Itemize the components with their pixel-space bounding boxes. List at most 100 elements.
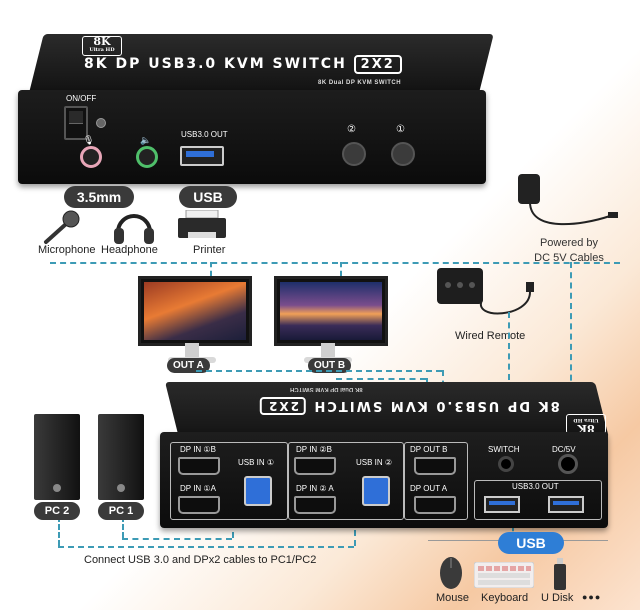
usb-out-port-2[interactable] — [548, 496, 584, 513]
usb-pill-bottom: USB — [498, 532, 564, 554]
top-usb-out-label: USB3.0 OUT — [181, 130, 228, 139]
dp-in-2b-label: DP IN ②B — [296, 445, 332, 454]
usb-disk-icon — [553, 558, 567, 590]
pc1-port-group — [170, 442, 288, 520]
connector-line — [340, 262, 342, 276]
connector-line — [58, 546, 354, 548]
power-cable-icon — [529, 201, 618, 226]
connector-line — [232, 520, 234, 538]
uhd-logo-sub-bottom: Ultra HD — [573, 417, 599, 423]
switch-label: SWITCH — [488, 445, 520, 454]
speaker-icon: 🔈 — [140, 135, 152, 145]
button-1-label: ① — [396, 124, 405, 135]
pc2-port-group — [288, 442, 404, 520]
connector-line — [196, 370, 442, 372]
mic-jack[interactable] — [80, 146, 102, 168]
power-caption: Powered by DC 5V Cables — [528, 236, 610, 266]
mic-icon: 🎙 — [83, 135, 95, 145]
caption-headphone: Headphone — [101, 244, 158, 256]
caption-microphone: Microphone — [38, 244, 96, 256]
output-port-group — [404, 442, 468, 520]
bottom-device-title-text: 8K DP USB3.0 KVM SWITCH — [312, 398, 560, 413]
audio-pill: 3.5mm — [64, 186, 134, 208]
dp-out-a-port[interactable] — [414, 496, 456, 514]
pc-1-tower — [98, 414, 144, 500]
remote-caption: Wired Remote — [455, 330, 526, 342]
usb-out-port-1[interactable] — [484, 496, 520, 513]
uhd-8k-logo-bottom: 8K Ultra HD — [566, 414, 606, 435]
dp-in-1a-label: DP IN ①A — [180, 484, 216, 493]
monitor-a-screen — [144, 282, 246, 340]
usb-out-group — [474, 480, 602, 520]
caption-printer: Printer — [193, 244, 226, 256]
usb-in-2-port[interactable] — [362, 476, 390, 506]
power-led — [96, 118, 106, 128]
bottom-device-subtitle: 8K Dual DP KVM SWITCH — [290, 386, 363, 392]
usb-in-1-label: USB IN ① — [238, 458, 275, 467]
top-device-subtitle: 8K Dual DP KVM SWITCH — [318, 80, 402, 86]
connector-line — [122, 516, 124, 538]
remote-btn-1 — [445, 282, 451, 288]
dp-out-b-label: DP OUT B — [410, 445, 448, 454]
usb-pill-top: USB — [179, 186, 237, 208]
headphone-jack[interactable] — [136, 146, 158, 168]
caption-u-disk: U Disk — [541, 592, 574, 604]
switch-button-1[interactable] — [391, 142, 415, 166]
out-a-tag: OUT A — [167, 358, 210, 373]
top-usb-out-port[interactable] — [180, 146, 224, 166]
connector-line — [210, 262, 212, 276]
dp-in-2a-label: DP IN ② A — [296, 484, 334, 493]
dc5v-port[interactable] — [558, 454, 578, 474]
pc-1-tag: PC 1 — [98, 502, 144, 520]
dp-in-2b-port[interactable] — [294, 457, 336, 475]
monitor-b-screen — [280, 282, 382, 340]
more-dots: ●●● — [582, 592, 602, 602]
usb-in-2-label: USB IN ② — [356, 458, 393, 467]
microphone-icon — [40, 210, 86, 246]
printer-icon — [176, 209, 228, 242]
kvm-switch-top-view — [18, 34, 494, 184]
remote-btn-3 — [469, 282, 475, 288]
uhd-logo-sub: Ultra HD — [89, 47, 115, 53]
power-label: ON/OFF — [66, 94, 97, 103]
connect-caption: Connect USB 3.0 and DPx2 cables to PC1/P… — [84, 554, 317, 566]
connector-line — [508, 312, 510, 442]
out-b-tag: OUT B — [308, 358, 352, 373]
monitor-b — [274, 276, 388, 346]
wired-remote-icon — [437, 268, 483, 304]
dp-in-1b-port[interactable] — [178, 457, 220, 475]
remote-cable-icon — [479, 282, 534, 315]
usb-out-label: USB3.0 OUT — [512, 482, 559, 491]
dp-in-2a-port[interactable] — [294, 496, 336, 514]
monitor-a — [138, 276, 252, 346]
power-caption-line1: Powered by — [539, 237, 599, 249]
top-device-badge: 2X2 — [353, 55, 402, 74]
mouse-icon — [438, 556, 464, 590]
switch-port[interactable] — [498, 456, 514, 472]
bottom-device-title: 8K DP USB3.0 KVM SWITCH 2X2 — [260, 397, 560, 415]
headphone-icon — [112, 206, 156, 246]
connector-line — [122, 538, 232, 540]
connector-line — [570, 262, 572, 442]
power-adapter-icon — [518, 174, 540, 204]
usb-in-1-port[interactable] — [244, 476, 272, 506]
power-switch[interactable] — [64, 106, 88, 140]
uhd-8k-logo-top: 8K Ultra HD — [82, 36, 122, 56]
top-device-title-text: 8K DP USB3.0 KVM SWITCH — [84, 56, 347, 72]
dp-out-a-label: DP OUT A — [410, 484, 448, 493]
pc-2-tower — [34, 414, 80, 500]
uhd-logo-main: 8K — [93, 35, 111, 48]
power-caption-line2: DC 5V Cables — [534, 252, 604, 264]
pc-2-logo-icon — [53, 484, 61, 492]
keyboard-icon — [473, 561, 535, 589]
connector-line — [336, 378, 426, 380]
button-2-label: ② — [347, 124, 356, 135]
connector-line — [50, 262, 620, 264]
connector-line — [58, 516, 60, 546]
dp-in-1a-port[interactable] — [178, 496, 220, 514]
bottom-device-badge: 2X2 — [260, 397, 306, 415]
switch-button-2[interactable] — [342, 142, 366, 166]
dp-out-b-port[interactable] — [414, 457, 456, 475]
dc5v-label: DC/5V — [552, 445, 576, 454]
